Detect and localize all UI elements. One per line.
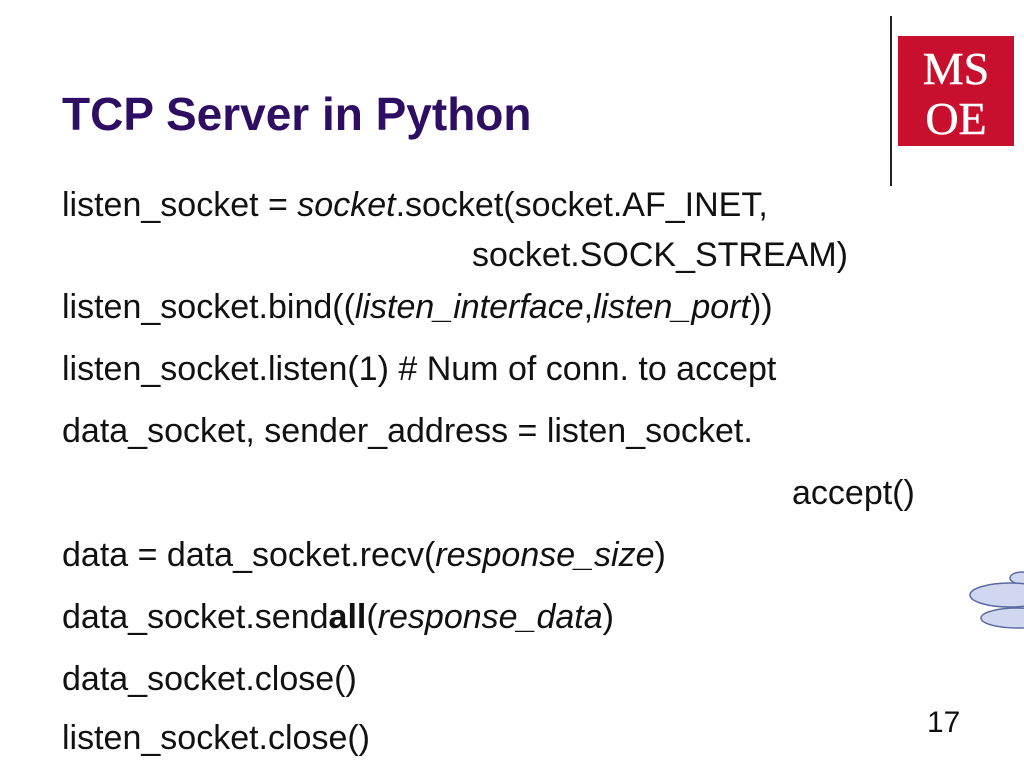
msoe-logo: MS OE bbox=[898, 36, 1014, 146]
code-line-1: listen_socket = socket.socket(socket.AF_… bbox=[62, 186, 768, 224]
page-number: 17 bbox=[927, 706, 961, 739]
code-line-4: listen_socket.listen(1) # Num of conn. t… bbox=[62, 350, 777, 388]
cloud-icon bbox=[969, 571, 1024, 629]
code-line-6: accept() bbox=[792, 474, 915, 512]
svg-text:OE: OE bbox=[925, 93, 986, 144]
code-line-2: socket.SOCK_STREAM) bbox=[472, 236, 848, 274]
divider-line bbox=[890, 16, 892, 186]
slide-title: TCP Server in Python bbox=[62, 88, 532, 140]
code-line-3: listen_socket.bind((listen_interface,lis… bbox=[62, 288, 773, 326]
code-line-9: data_socket.close() bbox=[62, 660, 357, 698]
code-line-7: data = data_socket.recv(response_size) bbox=[62, 536, 666, 574]
code-line-5: data_socket, sender_address = listen_soc… bbox=[62, 412, 753, 450]
code-line-10: listen_socket.close() bbox=[62, 719, 371, 757]
code-line-8: data_socket.sendall(response_data) bbox=[62, 598, 614, 636]
svg-text:MS: MS bbox=[923, 43, 989, 94]
